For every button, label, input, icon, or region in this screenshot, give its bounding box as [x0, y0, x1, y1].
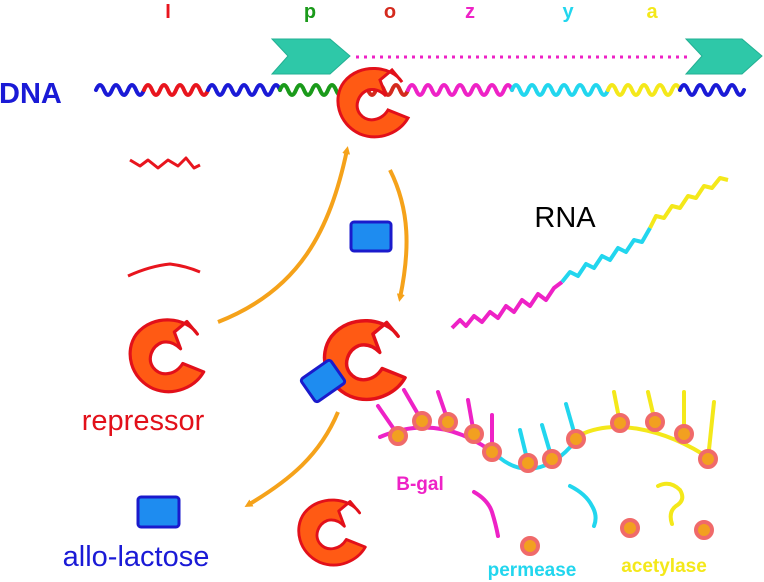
- bgal-label: B-gal: [396, 474, 444, 495]
- arrow-complex-to-allolactose: [244, 411, 340, 508]
- gene-label-i: I: [165, 1, 171, 23]
- dna-segment-laci: [142, 83, 210, 97]
- ribosome-icon: [482, 442, 502, 462]
- ribosome-icon: [388, 426, 408, 446]
- gene-label-y: y: [562, 1, 574, 23]
- ribosome-icon: [542, 449, 562, 469]
- gene-labels: I p o z y a: [165, 1, 658, 23]
- arrow-operator-to-complex: [388, 169, 409, 302]
- released-repressor-icon: [297, 498, 367, 567]
- polymerase-left-icon: [270, 38, 351, 75]
- ribosome-icon: [464, 424, 484, 444]
- rna-label: RNA: [534, 202, 596, 234]
- bound-allolactose-icon: [299, 358, 347, 404]
- dna-segment-lacz: [406, 83, 514, 97]
- ribosome-icon: [698, 449, 718, 469]
- repressor-protein-strand: [127, 262, 201, 278]
- bgal-protein: [472, 490, 500, 538]
- ribosome-icon: [620, 518, 640, 538]
- dna-strand: [94, 83, 746, 97]
- gene-label-a: a: [646, 1, 658, 23]
- acetylase-protein: [656, 481, 685, 526]
- repressor-label: repressor: [82, 405, 205, 437]
- allolactose-free-icon: [349, 220, 393, 253]
- ribosome-icon: [610, 413, 630, 433]
- ribosome-icon: [518, 453, 538, 473]
- mrna-transcript: [450, 176, 729, 330]
- rna-polymerase: [270, 38, 763, 75]
- repressor-on-operator: [336, 67, 411, 139]
- dna-label: DNA: [0, 78, 62, 110]
- ribosome-icon: [694, 520, 714, 540]
- polymerase-right-icon: [684, 38, 763, 75]
- gene-label-p: p: [304, 1, 316, 23]
- dna-segment-downstream: [678, 83, 746, 97]
- ribosomes: [388, 411, 718, 556]
- allolactose-legend-icon: [136, 495, 181, 529]
- dna-segment-lacy: [510, 83, 610, 97]
- dna-segment-laca: [606, 83, 682, 97]
- ribosome-icon: [674, 424, 694, 444]
- ribosome-icon: [566, 429, 586, 449]
- ribosome-icon: [520, 536, 540, 556]
- arrow-repressor-to-operator: [217, 146, 351, 324]
- acetylase-label: acetylase: [621, 556, 707, 577]
- allolactose-label: allo-lactose: [63, 541, 210, 573]
- permease-label: permease: [488, 560, 577, 581]
- repressor-icon: [128, 318, 206, 394]
- permease-protein: [568, 484, 598, 528]
- dna-segment-spacer: [206, 83, 282, 97]
- gene-label-o: o: [384, 1, 396, 23]
- ribosome-icon: [438, 412, 458, 432]
- ribosome-icon: [412, 411, 432, 431]
- gene-label-z: z: [465, 1, 475, 23]
- dna-segment-promoter: [278, 83, 346, 97]
- repressor-mrna: [129, 156, 201, 170]
- dna-segment-upstream: [94, 83, 146, 97]
- ribosome-icon: [645, 412, 665, 432]
